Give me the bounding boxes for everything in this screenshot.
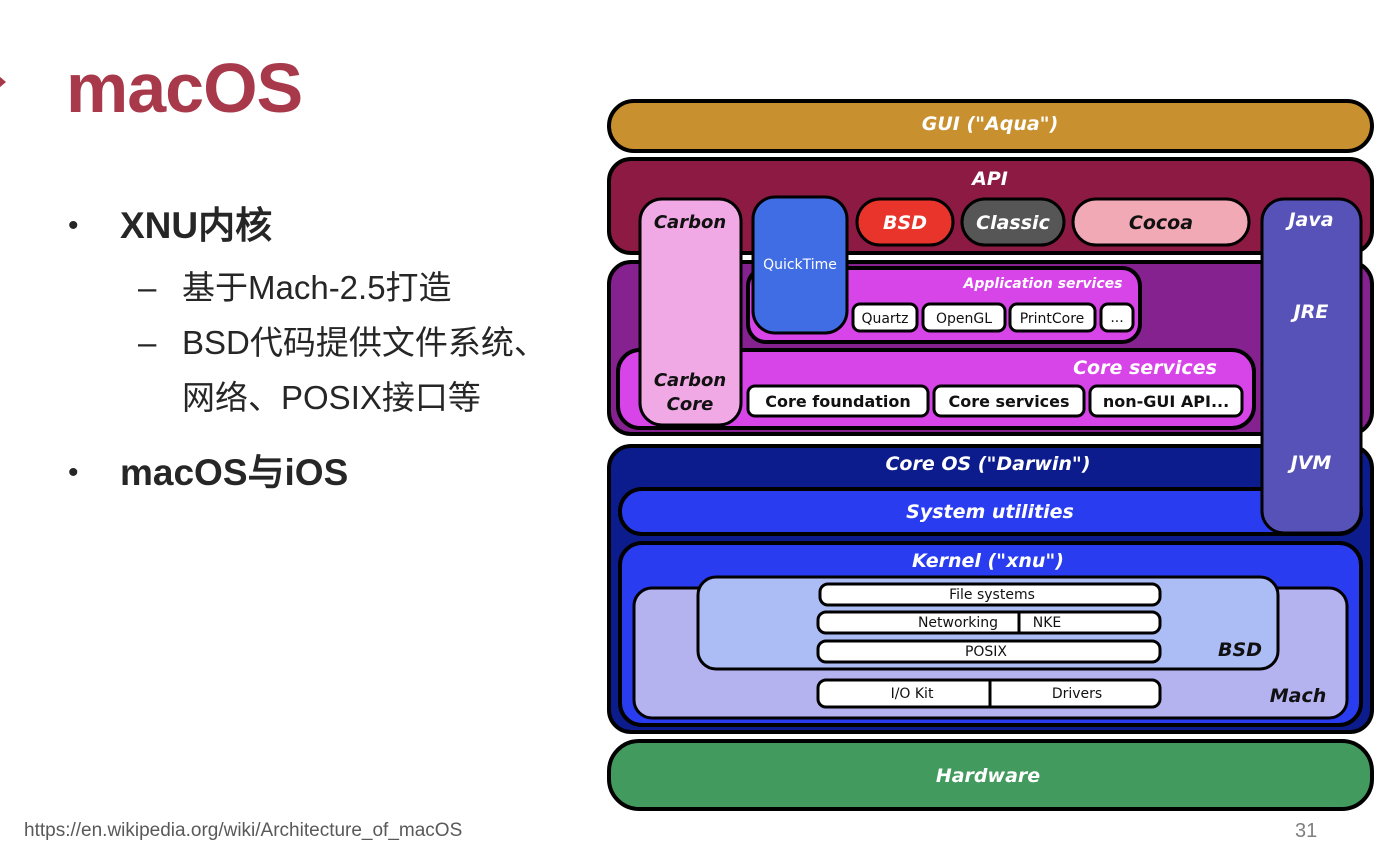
quicktime-box <box>751 195 849 335</box>
quicktime-label: QuickTime <box>763 257 837 273</box>
dash-marker: – <box>138 324 157 361</box>
printcore-box <box>1008 302 1097 333</box>
hardware-layer <box>607 739 1374 811</box>
bsd-api-label: BSD <box>883 212 927 234</box>
gui-label: GUI ("Aqua") <box>922 113 1059 135</box>
opengl-box <box>921 302 1007 333</box>
core-foundation-label: Core foundation <box>765 392 911 411</box>
core-services-label: Core services <box>1073 357 1217 379</box>
cocoa-box <box>1071 197 1251 247</box>
page-number: 31 <box>1295 820 1318 842</box>
ellipsis-box <box>1099 302 1135 333</box>
quartz-label: Quartz <box>861 311 908 327</box>
mach-label: Mach <box>1270 685 1327 707</box>
posix-label: POSIX <box>965 644 1007 660</box>
file-systems-label: File systems <box>949 587 1035 603</box>
core-os-label: Core OS ("Darwin") <box>885 453 1090 475</box>
classic-label: Classic <box>976 212 1050 234</box>
bsd-kernel-label: BSD <box>1218 639 1262 661</box>
bullet-macos-ios: macOS与iOS <box>68 447 588 499</box>
application-services-label: Application services <box>963 276 1123 292</box>
opengl-label: OpenGL <box>936 311 992 327</box>
java-label: Java <box>1284 209 1333 231</box>
sub-bullet-mach: – 基于Mach-2.5打造 <box>68 260 588 315</box>
carbon-core-label-1: Carbon <box>654 370 726 391</box>
sub-bullet-bsd-cont: 网络、POSIX接口等 <box>182 379 481 416</box>
cocoa-label: Cocoa <box>1129 212 1193 234</box>
core-foundation-box <box>746 384 930 418</box>
kernel-label: Kernel ("xnu") <box>912 550 1064 572</box>
carbon-box <box>638 197 743 427</box>
file-systems-box <box>818 582 1162 607</box>
api-label: API <box>970 168 1008 190</box>
core-services-box-label: Core services <box>948 392 1069 411</box>
dash-marker: – <box>138 269 157 306</box>
title-arrow-icon <box>0 70 6 94</box>
carbon-core-label-2: Core <box>667 394 714 415</box>
system-utilities-label: System utilities <box>906 501 1074 523</box>
hardware-label: Hardware <box>936 765 1040 787</box>
io-kit-label: I/O Kit <box>891 686 934 702</box>
slide-title: macOS <box>66 49 303 127</box>
java-column <box>1260 197 1363 535</box>
jvm-label: JVM <box>1287 452 1332 474</box>
bsd-api-box <box>855 197 955 247</box>
source-link[interactable]: https://en.wikipedia.org/wiki/Architectu… <box>24 820 463 841</box>
bullet-list: XNU内核 – 基于Mach-2.5打造 – BSD代码提供文件系统、 网络、P… <box>68 200 588 499</box>
posix-box <box>816 639 1162 664</box>
non-gui-api-label: non-GUI API... <box>1103 392 1229 411</box>
carbon-label: Carbon <box>654 212 726 233</box>
gui-layer <box>607 99 1374 153</box>
sub-bullet-text: BSD代码提供文件系统、 <box>182 324 547 361</box>
non-gui-api-box <box>1088 384 1244 418</box>
networking-label: Networking <box>918 615 998 631</box>
classic-box <box>960 197 1066 247</box>
jre-label: JRE <box>1290 301 1329 323</box>
nke-label: NKE <box>1033 615 1062 631</box>
sub-bullet-bsd: – BSD代码提供文件系统、 <box>68 315 588 370</box>
drivers-label: Drivers <box>1052 686 1102 702</box>
quartz-box <box>851 302 919 333</box>
core-services-box <box>932 384 1086 418</box>
bullet-xnu: XNU内核 <box>68 200 588 252</box>
networking-box <box>816 610 1162 635</box>
printcore-label: PrintCore <box>1020 311 1085 327</box>
ellipsis-label: ... <box>1110 310 1123 326</box>
sub-bullet-text: 基于Mach-2.5打造 <box>182 269 452 306</box>
